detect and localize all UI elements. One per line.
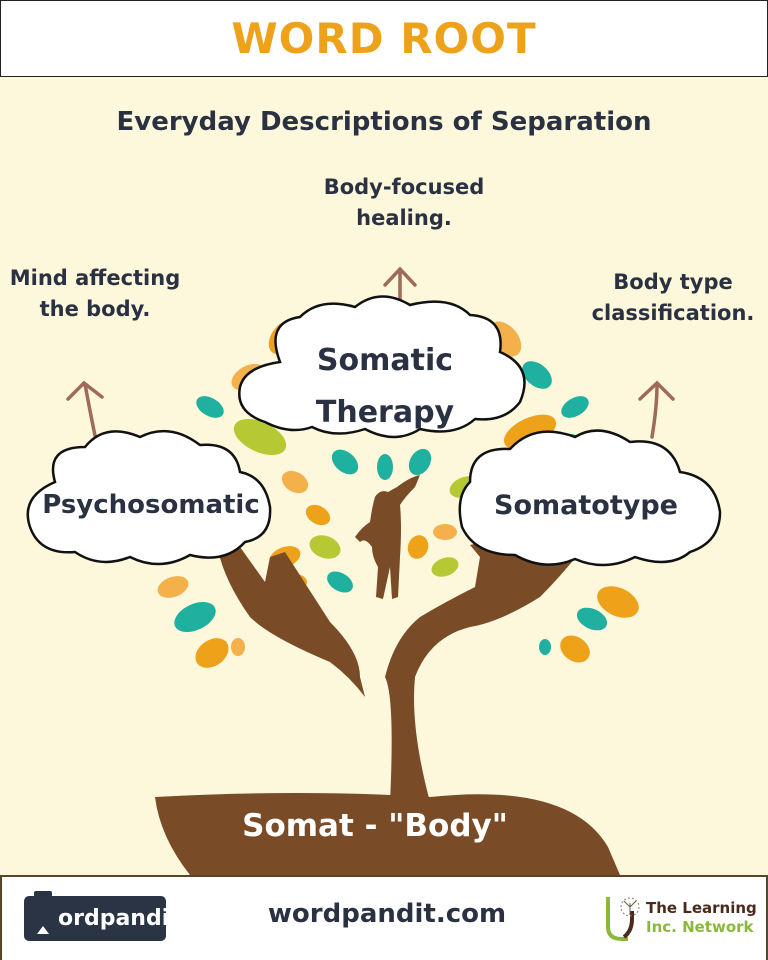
leaf [174, 601, 216, 633]
bookmark-icon [34, 891, 52, 939]
leaf [233, 418, 287, 456]
diagram-area: Everyday Descriptions of Separation [0, 77, 768, 875]
cloud-line: Somatic [316, 343, 454, 378]
leaf [408, 448, 432, 476]
root-label: Somat - "Body" [242, 808, 508, 844]
desc-line: classification. [591, 301, 755, 325]
desc-line: Body-focused [323, 175, 485, 199]
cloud-left [26, 429, 272, 566]
cloud-center [238, 295, 526, 439]
tree-logo-icon [606, 897, 640, 941]
leaf [231, 638, 245, 656]
leaf [309, 535, 341, 559]
description-psychosomatic: Mind affecting the body. [0, 263, 190, 325]
clouds [26, 295, 722, 567]
site-url[interactable]: wordpandit.com [267, 899, 507, 929]
leaf [305, 504, 331, 526]
leaf [195, 638, 229, 668]
leaf [597, 586, 639, 618]
tree-illustration [26, 266, 722, 875]
leaf [433, 524, 457, 540]
page-title: WORD ROOT [231, 14, 537, 63]
learning-logo-line2: Inc. Network [646, 918, 754, 936]
subtitle: Everyday Descriptions of Separation [116, 107, 652, 137]
desc-line: Body type [613, 270, 733, 294]
left-hand [218, 547, 365, 697]
footer: ordpandit wordpandit.com The Learning In… [0, 875, 768, 960]
learning-network-logo[interactable]: The Learning Inc. Network [602, 893, 762, 943]
wordpandit-logo[interactable]: ordpandit [24, 891, 180, 941]
cloud-right [458, 429, 722, 567]
leaf [560, 635, 590, 663]
cloud-line: Therapy [315, 395, 455, 430]
learning-logo-line1: The Learning [646, 899, 757, 917]
arrow-up-right [638, 380, 675, 439]
cloud-label-somatic-therapy: Somatic Therapy [270, 335, 500, 439]
leaf [377, 454, 393, 480]
leaf [431, 557, 459, 577]
leaf [576, 607, 608, 631]
description-somatic-therapy: Body-focused healing. [284, 172, 524, 234]
description-somatotype: Body type classification. [578, 267, 768, 329]
leaf [157, 576, 189, 598]
wordpandit-logo-text: ordpandit [58, 906, 180, 931]
desc-line: healing. [356, 206, 452, 230]
header: WORD ROOT [0, 0, 768, 77]
leaf [331, 449, 359, 475]
cloud-label-psychosomatic: Psychosomatic [42, 490, 260, 520]
desc-line: Mind affecting [9, 266, 181, 290]
leaf [522, 361, 552, 389]
leaf [196, 396, 224, 418]
leaf [561, 396, 589, 418]
right-hand [385, 537, 580, 802]
desc-line: the body. [39, 297, 151, 321]
leaf [327, 571, 353, 593]
child-figure [355, 475, 420, 599]
leaf [407, 535, 429, 559]
tree-roots [155, 793, 620, 875]
cloud-label-somatotype: Somatotype [494, 490, 678, 521]
leaf [281, 470, 309, 494]
leaf [539, 639, 551, 655]
